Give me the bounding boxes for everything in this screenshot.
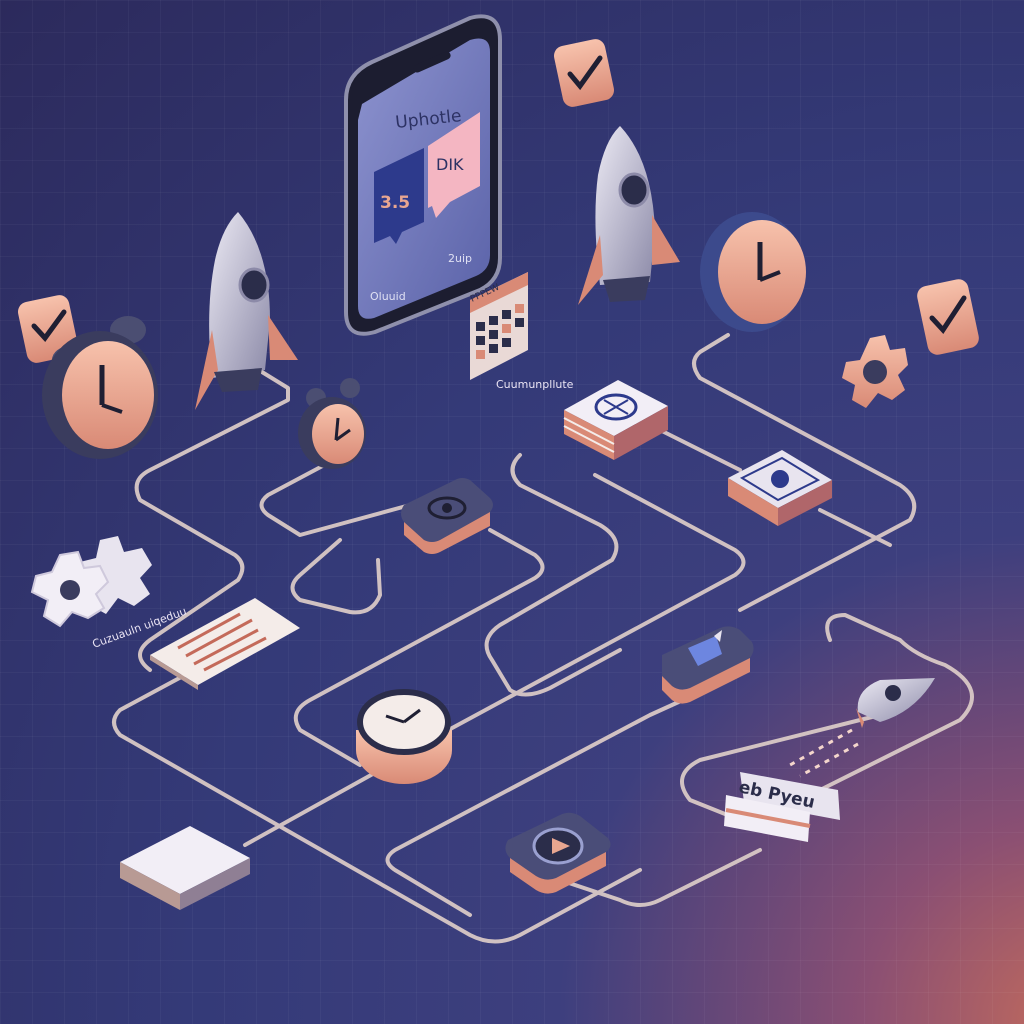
path-image-down [818,508,892,547]
path-clock-eye [259,460,412,537]
play-icon [552,838,570,854]
rocket-icon [595,126,655,285]
path-eye-down [293,528,545,767]
image-card[interactable] [728,450,832,526]
calendar-icon [476,304,524,359]
path-rocket-small [680,713,882,822]
path-calc [243,768,382,847]
gear-left[interactable] [30,536,152,628]
chat-bubble-icon [688,636,722,666]
phone-footer-right: 2uip [448,252,472,265]
document-icon [177,612,267,672]
rocket-left[interactable] [195,212,298,410]
rocket-trail [789,728,859,778]
image-card-icon [739,456,821,502]
calendar-caption: Cuumunpllute [496,378,574,391]
phone-bubble-left: 3.5 [380,193,410,213]
connection-paths [112,333,974,944]
alarm-clock-left[interactable] [42,316,158,459]
phone-bubble-right: DIK [436,155,464,174]
checkmark-icon [31,309,67,342]
path-chat [385,688,707,917]
play-card[interactable] [505,812,611,894]
calendar[interactable]: PPPEW [469,272,528,380]
stacked-card[interactable] [563,380,668,460]
ticket[interactable]: eb Pyeu [724,772,840,842]
path-docs-left [112,673,642,944]
checkmark-badge-right [917,279,979,355]
chat-bubble-right [428,112,480,218]
symbol-icon [594,393,638,421]
checkmark-badge-top [553,39,615,107]
alarm-clock-mid[interactable] [298,378,366,469]
checkmark-icon [567,55,603,91]
document-card[interactable] [150,598,300,690]
calculator[interactable] [0,826,250,910]
chat-bubble-left [374,148,424,244]
path-clock-right [692,333,917,612]
stopwatch[interactable] [356,689,452,784]
path-bottom [558,848,762,907]
path-cards-right [484,453,622,697]
alarm-clock-icon [62,341,154,449]
wall-clock-right[interactable] [700,212,806,332]
smartphone[interactable]: Uphotle 3.5 DIK Oluuid 2uip [344,14,502,336]
chat-card[interactable] [662,626,754,704]
gear-right[interactable] [842,335,908,408]
rocket-small[interactable] [789,678,935,778]
path-rocket-left [134,370,290,672]
checkmark-icon [929,295,967,335]
path-loop-left [290,538,382,615]
phone-footer-left: Oluuid [370,290,406,303]
rocket-icon [209,212,270,378]
rocket-right[interactable] [578,126,680,305]
eye-card[interactable] [401,478,493,554]
eye-icon [427,496,467,520]
path-cards-image [658,428,742,472]
